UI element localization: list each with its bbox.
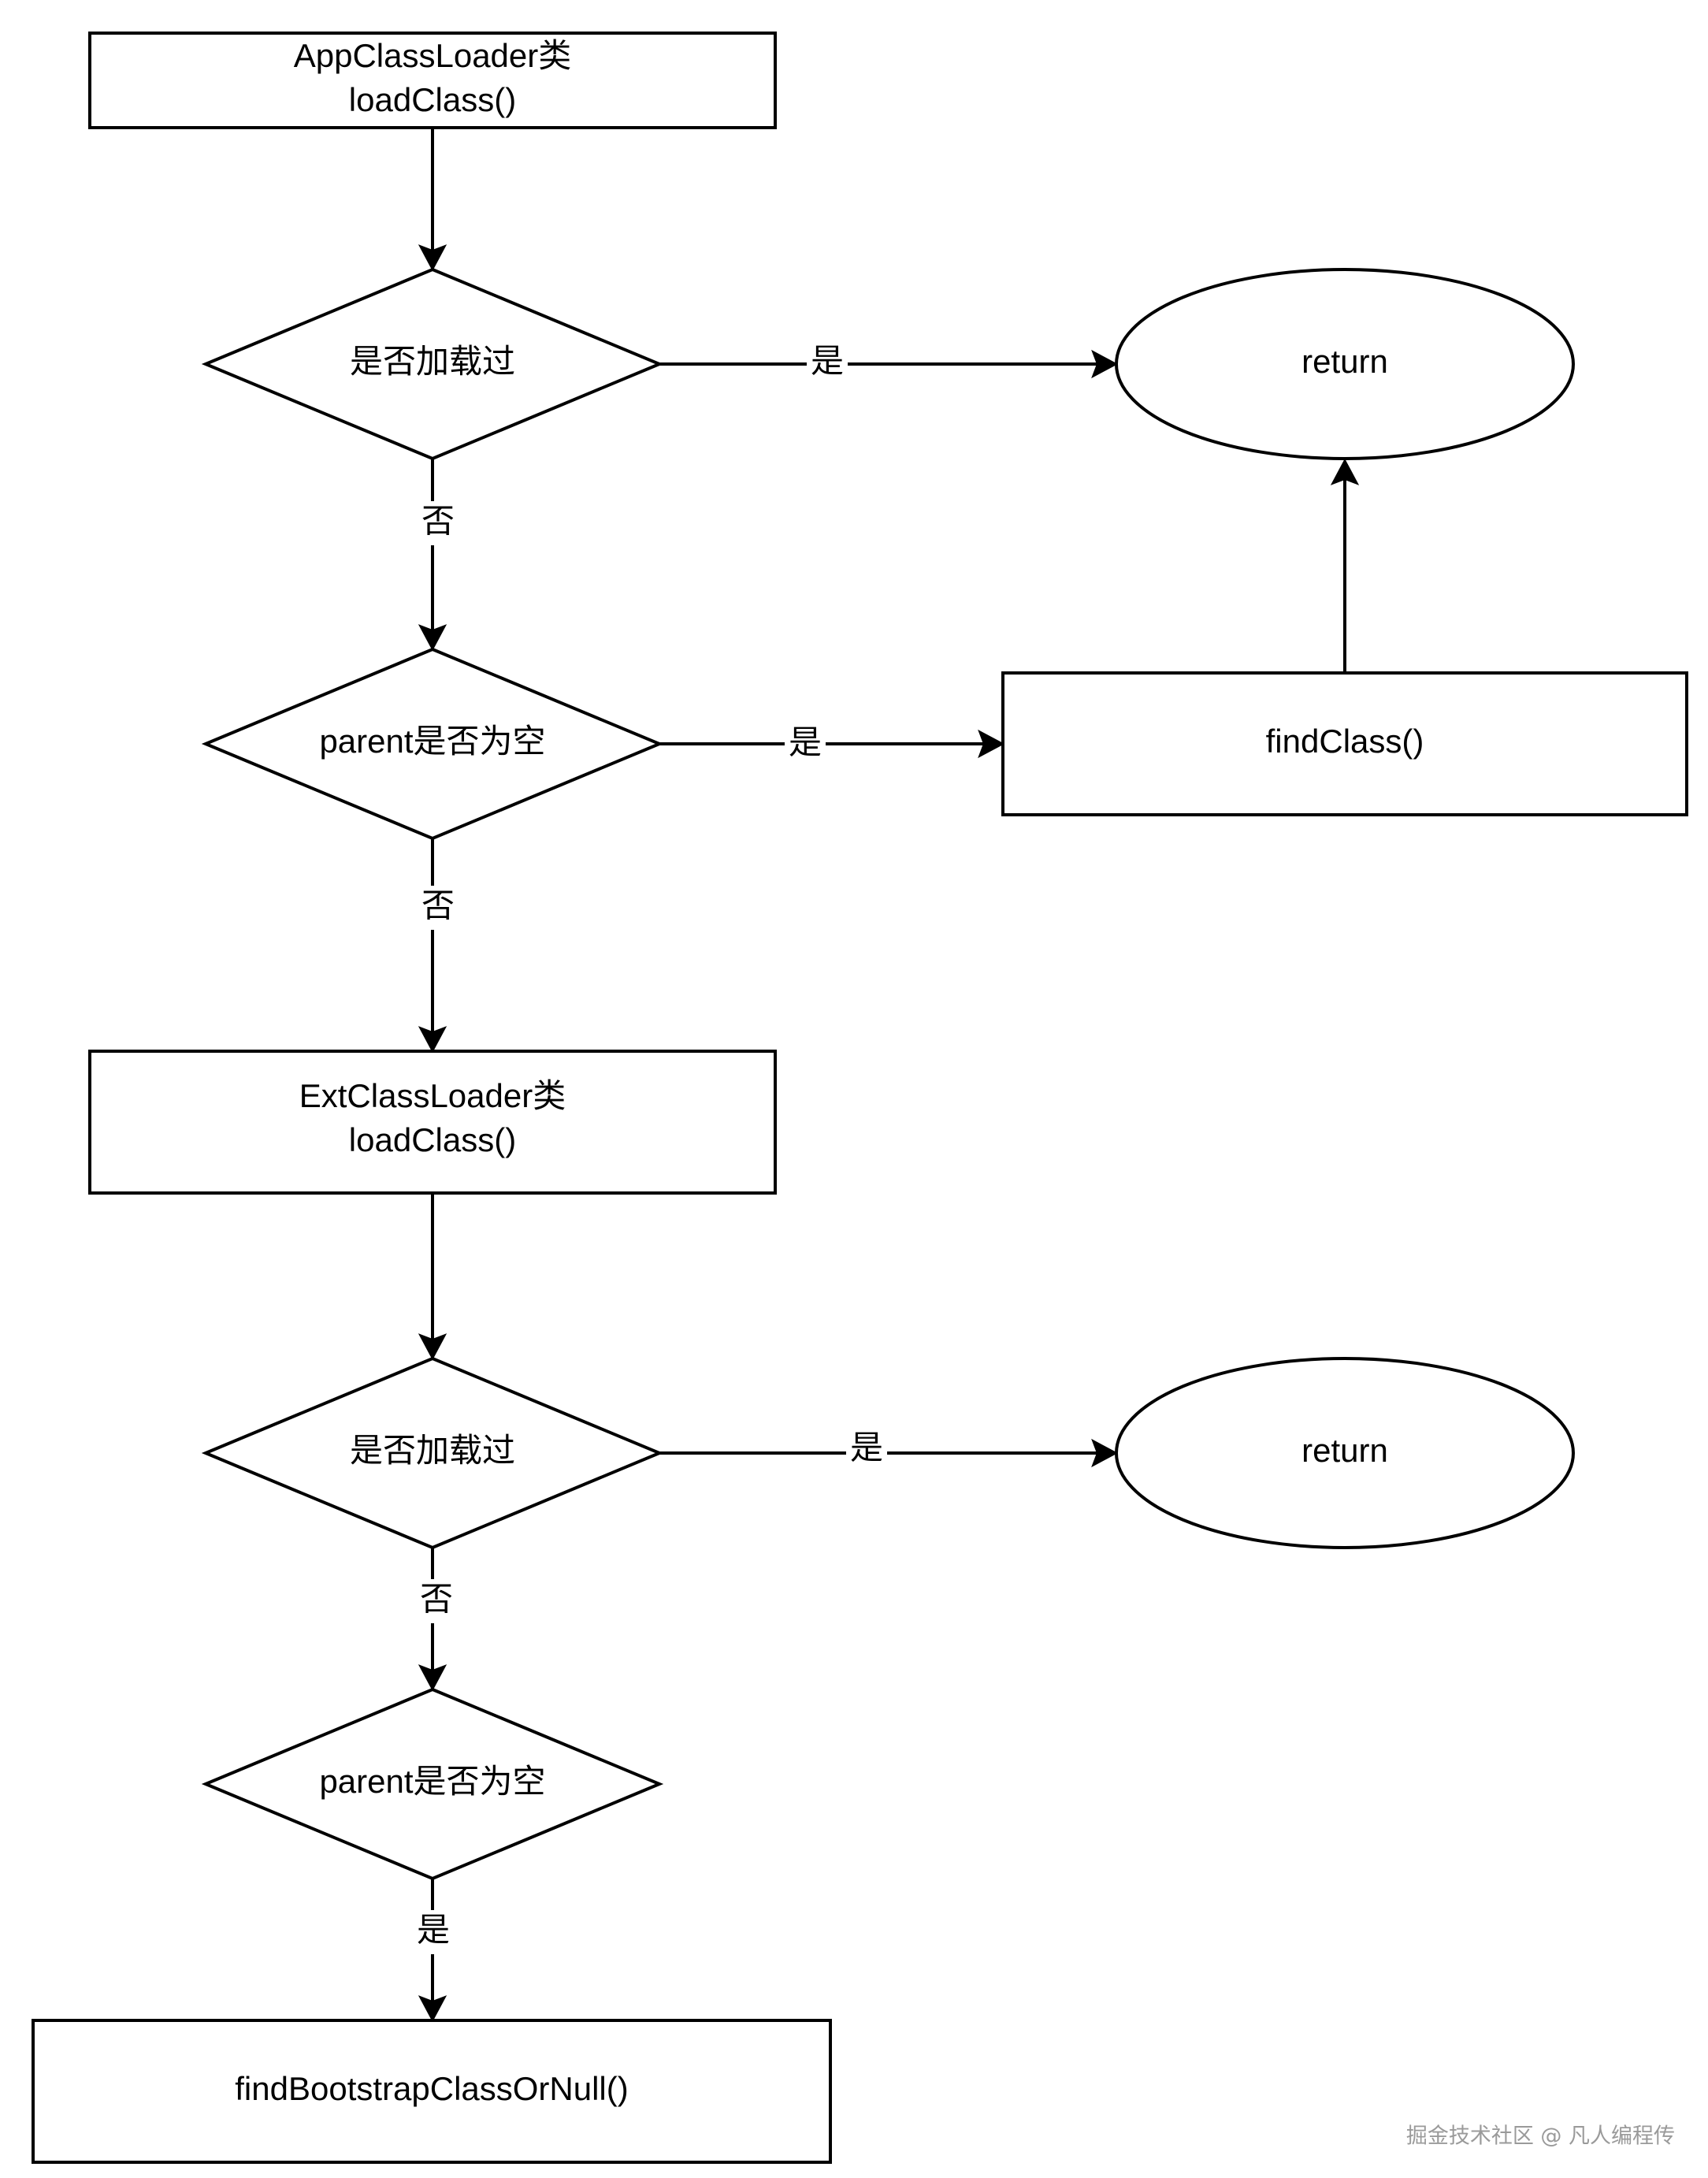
edge-label-yes: 是 [789,723,822,762]
arrow-head-icon [1091,349,1119,379]
edge-app-loader-to-loaded-check [418,128,447,272]
edge-label-yes: 是 [811,342,844,381]
node-find-class: findClass() [1001,671,1688,816]
node-label-line: AppClassLoader类 [294,37,572,74]
node-label-line: ExtClassLoader类 [299,1077,566,1114]
node-label-line: return [1301,1432,1388,1469]
node-label-line: 是否加载过 [350,1432,515,1469]
edge-app-parent-no: 否 [416,838,460,1054]
arrow-head-icon [1330,458,1360,485]
edge-ext-parent-yes: 是 [413,1879,454,2023]
edge-ext-loader-to-loaded-check [418,1193,447,1361]
node-label-line: findBootstrapClassOrNull() [235,2070,629,2107]
edge-find-class-to-return [1330,458,1360,673]
arrow-head-icon [418,1664,447,1692]
edge-app-loaded-no: 否 [416,459,460,652]
node-ext-class-loader: ExtClassLoader类 loadClass() [88,1050,777,1195]
node-label-line: return [1301,343,1388,380]
node-ext-return: return [1115,1357,1575,1549]
node-label-line: 是否加载过 [350,343,515,380]
edge-app-parent-yes: 是 [659,722,1005,766]
arrow-head-icon [418,1333,447,1361]
watermark-text: 掘金技术社区 @ 凡人编程传 [1406,2124,1675,2149]
node-label-line: loadClass() [349,1121,516,1158]
node-ext-parent-check: parent是否为空 [201,1687,664,1881]
node-app-parent-check: parent是否为空 [201,647,664,841]
arrow-head-icon [1091,1438,1119,1468]
node-app-class-loader: AppClassLoader类 loadClass() [88,32,777,129]
arrow-head-icon [418,1026,447,1054]
arrow-head-icon [418,624,447,652]
node-app-return: return [1115,268,1575,460]
arrow-head-icon [418,244,447,272]
node-label-line: loadClass() [349,81,516,118]
node-label-line: parent是否为空 [319,723,545,760]
edge-ext-loaded-yes: 是 [659,1428,1119,1472]
edge-ext-loaded-no: 否 [414,1548,459,1692]
edge-label-no: 否 [421,502,455,541]
arrow-head-icon [978,729,1005,759]
node-label-line: parent是否为空 [319,1763,545,1800]
node-ext-loaded-check: 是否加载过 [201,1356,664,1550]
edge-label-no: 否 [420,1580,453,1619]
edge-label-no: 否 [421,886,455,925]
edge-app-loaded-yes: 是 [659,340,1119,383]
node-app-loaded-check: 是否加载过 [201,267,664,461]
edge-label-yes: 是 [850,1429,883,1467]
node-label-line: findClass() [1266,723,1424,760]
arrow-head-icon [418,1995,447,2023]
edge-label-yes: 是 [417,1911,450,1949]
node-bootstrap: findBootstrapClassOrNull() [32,2019,832,2164]
